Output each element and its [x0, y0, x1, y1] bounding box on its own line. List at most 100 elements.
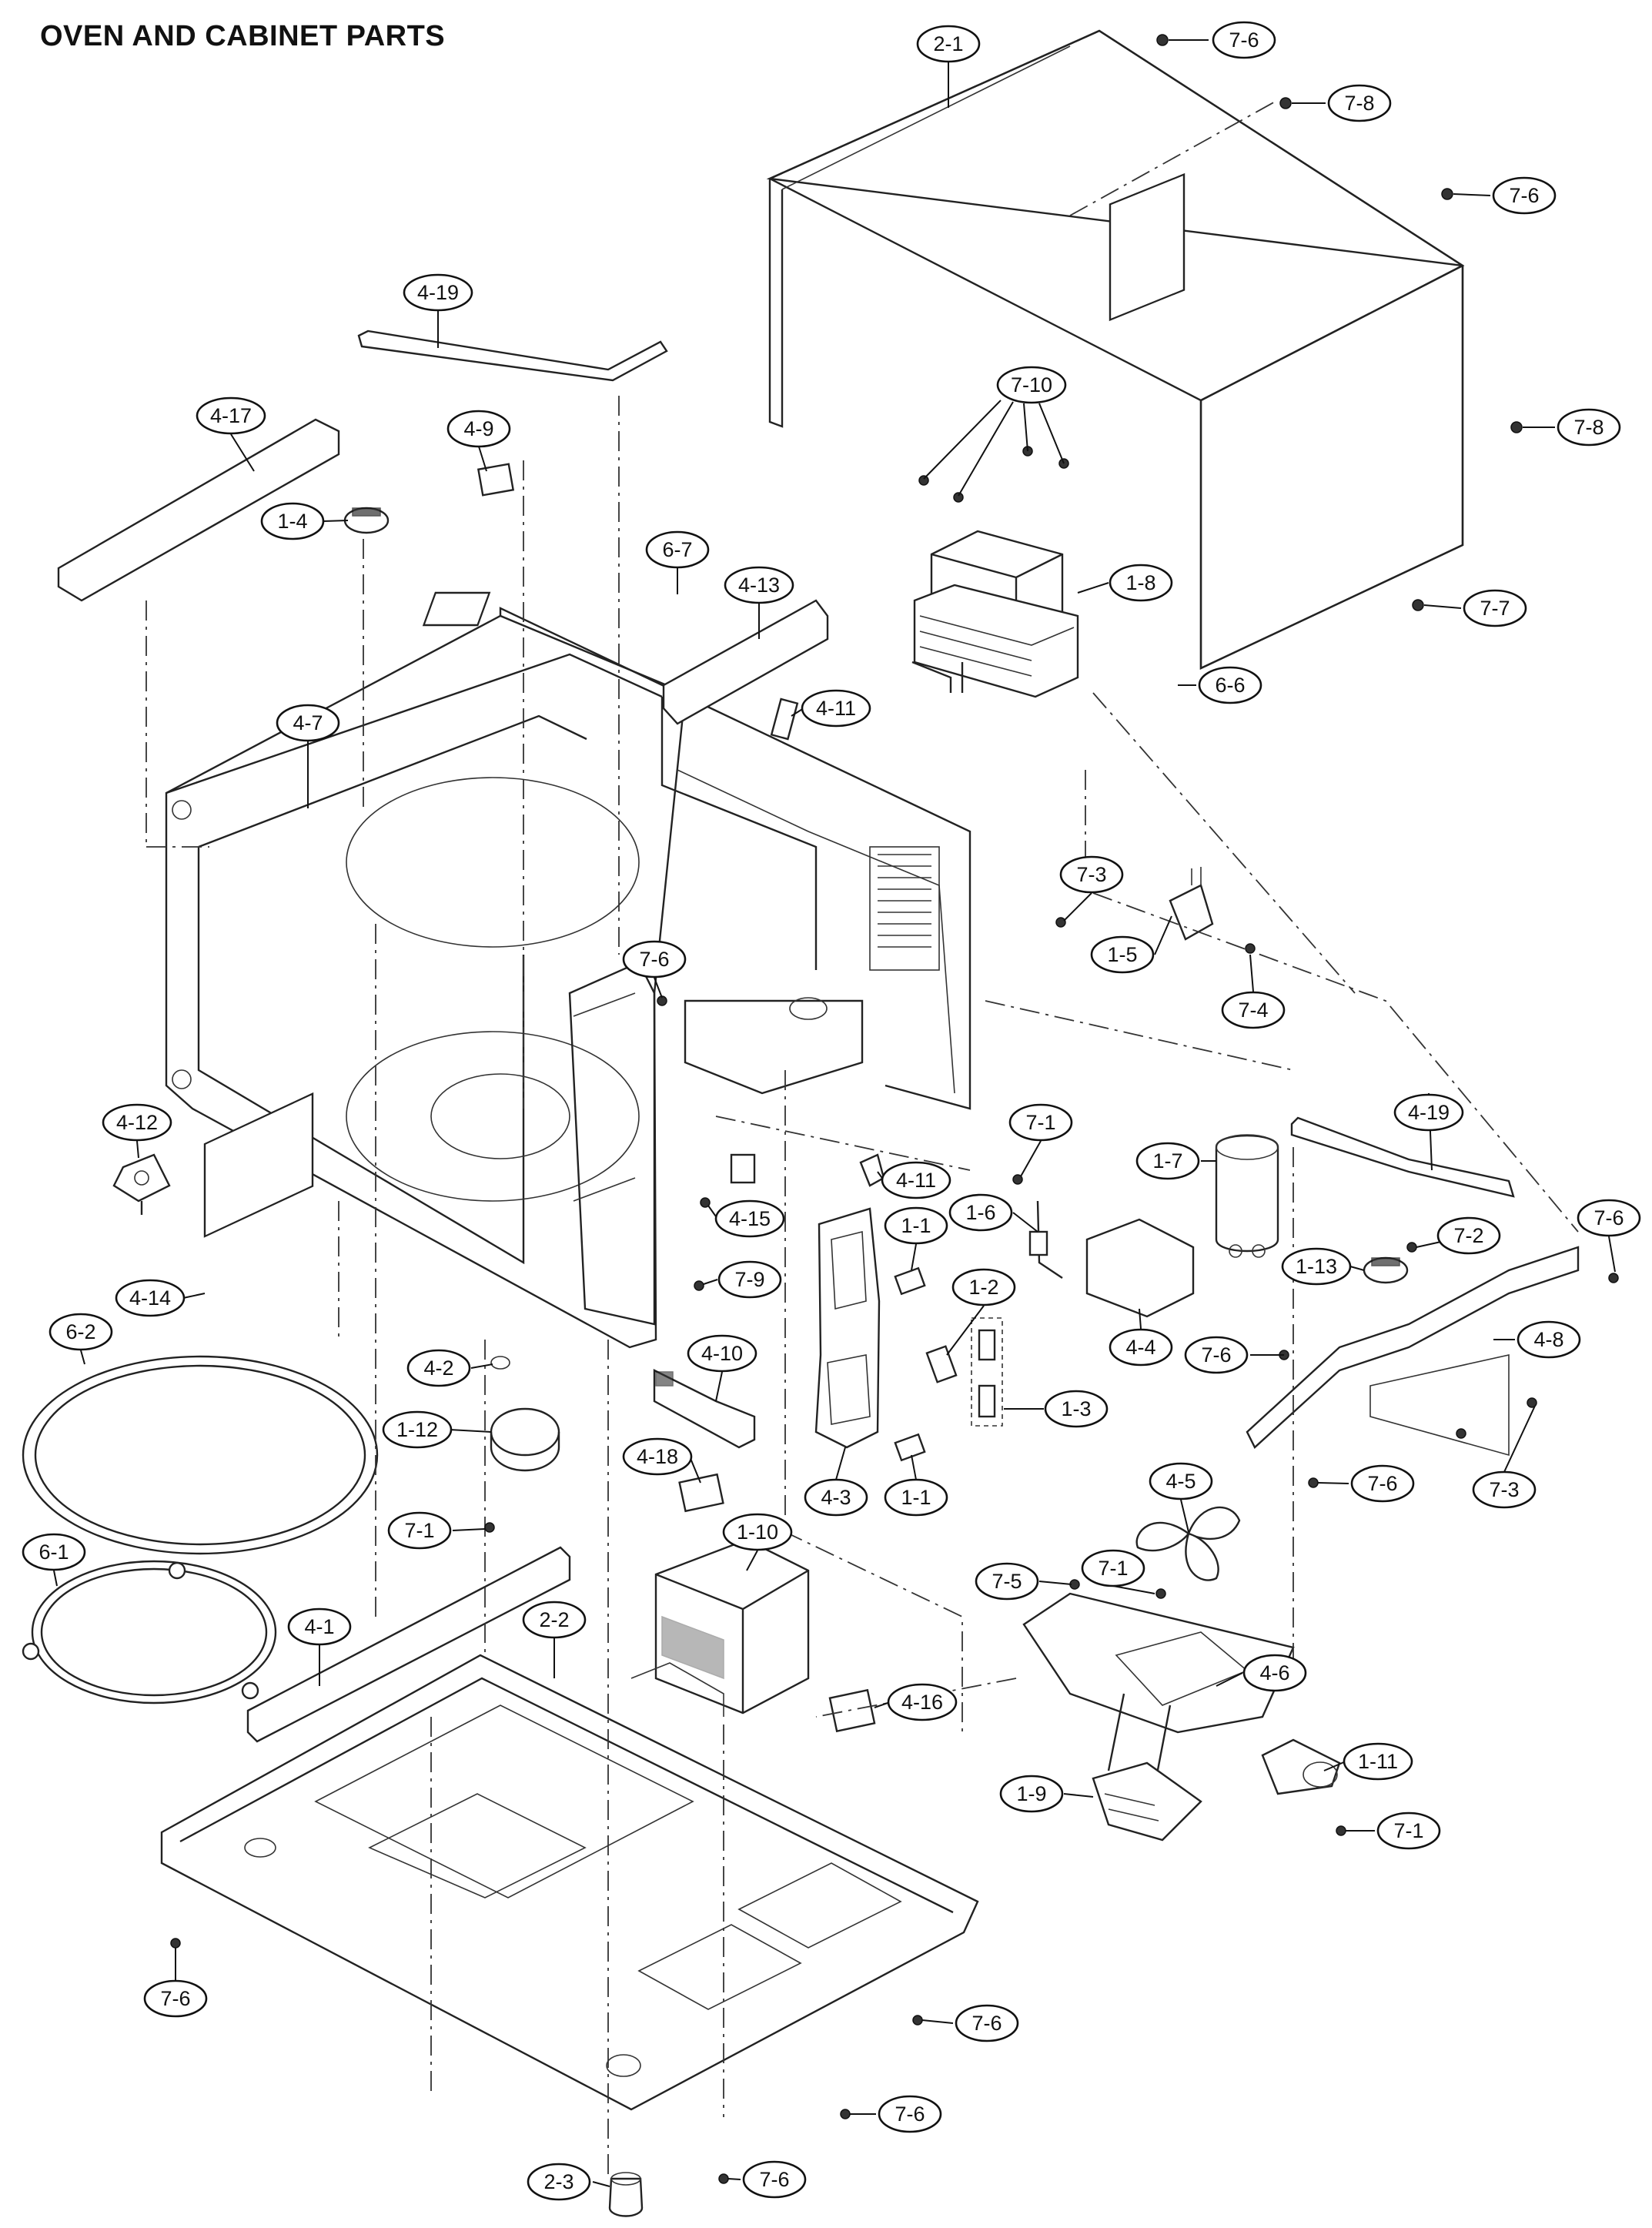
callout-1-8: 1-8 [1109, 564, 1173, 602]
callout-4-13: 4-13 [724, 566, 794, 604]
callout-label: 4-9 [463, 417, 493, 440]
callout-label: 7-1 [1393, 1819, 1423, 1842]
callout-1-5: 1-5 [1090, 935, 1155, 974]
door-switch-lever [653, 1369, 756, 1449]
callout-label: 7-6 [1201, 1343, 1231, 1367]
coupler-2-3 [608, 2172, 644, 2217]
callout-7-9: 7-9 [717, 1260, 782, 1299]
callout-4-8: 4-8 [1517, 1320, 1581, 1359]
callout-7-6: 7-6 [1350, 1464, 1415, 1503]
thermostat-1-4 [343, 507, 390, 534]
callout-label: 1-6 [965, 1201, 995, 1224]
callout-label: 7-1 [404, 1519, 434, 1542]
callout-7-6: 7-6 [1212, 21, 1276, 59]
callout-4-15: 4-15 [714, 1199, 785, 1238]
callout-7-10: 7-10 [996, 366, 1067, 404]
callout-1-1: 1-1 [884, 1478, 948, 1517]
stopper-4-11-bottom [859, 1153, 885, 1187]
callout-label: 4-12 [116, 1111, 158, 1134]
callout-label: 4-10 [701, 1342, 743, 1365]
strip-4-19-top [357, 330, 668, 382]
callout-label: 7-8 [1344, 92, 1374, 115]
callout-label: 7-6 [895, 2103, 925, 2126]
callout-label: 1-13 [1296, 1255, 1337, 1278]
strip-4-13 [662, 599, 829, 725]
screws [170, 34, 1619, 2184]
callout-label: 2-1 [933, 32, 963, 55]
callout-label: 2-2 [539, 1608, 569, 1631]
callout-label: 1-2 [968, 1276, 998, 1299]
callout-2-1: 2-1 [916, 25, 981, 63]
callout-label: 7-8 [1573, 416, 1604, 439]
callout-label: 4-11 [896, 1169, 936, 1192]
callout-label: 7-6 [1229, 28, 1259, 52]
callout-label: 7-6 [759, 2168, 789, 2191]
callout-6-6: 6-6 [1198, 666, 1262, 704]
callout-7-6: 7-6 [878, 2095, 942, 2133]
fuse-1-6 [1028, 1200, 1063, 1279]
cushion-4-15 [730, 1153, 756, 1184]
callout-7-6: 7-6 [955, 2004, 1019, 2042]
callout-label: 1-4 [277, 510, 307, 533]
callout-1-7: 1-7 [1135, 1142, 1200, 1180]
projection-lines [145, 396, 1579, 2179]
callout-1-9: 1-9 [999, 1775, 1064, 1813]
callout-7-5: 7-5 [975, 1562, 1039, 1601]
callout-1-2: 1-2 [951, 1268, 1016, 1306]
cushion-4-18 [678, 1473, 724, 1513]
callout-label: 1-8 [1125, 571, 1155, 594]
callout-7-8: 7-8 [1327, 84, 1392, 122]
callout-4-11: 4-11 [881, 1161, 951, 1199]
sheet-6-7 [422, 591, 491, 627]
callout-labels: 2-1 7-6 7-8 7-6 4-19 4-17 4-9 7-10 7-8 1-4 1-8 6-7 4… [22, 21, 1641, 2201]
callout-7-1: 7-1 [387, 1511, 452, 1550]
callout-6-7: 6-7 [645, 530, 710, 569]
sheet-4-14 [203, 1092, 314, 1238]
coupling-4-12 [112, 1153, 171, 1215]
callout-label: 4-19 [417, 281, 459, 304]
callout-label: 2-3 [543, 2170, 574, 2193]
callout-label: 7-6 [1367, 1472, 1397, 1495]
callout-label: 4-5 [1165, 1470, 1196, 1493]
callout-2-3: 2-3 [527, 2163, 591, 2201]
callout-6-2: 6-2 [48, 1313, 113, 1351]
thermostat-1-13 [1363, 1256, 1409, 1284]
callout-label: 7-6 [160, 1987, 190, 2010]
outer-cabinet [766, 29, 1465, 670]
callout-1-10: 1-10 [722, 1513, 793, 1551]
callout-4-14: 4-14 [115, 1279, 186, 1317]
callout-7-3: 7-3 [1472, 1470, 1537, 1509]
callout-label: 4-14 [129, 1286, 171, 1310]
callout-label: 1-5 [1107, 943, 1137, 966]
callout-1-1: 1-1 [884, 1206, 948, 1245]
callout-4-17: 4-17 [196, 396, 266, 435]
callout-7-6: 7-6 [742, 2160, 807, 2199]
cushion-4-11-top [770, 698, 799, 741]
callout-7-3: 7-3 [1059, 855, 1124, 894]
callout-4-11: 4-11 [801, 689, 871, 728]
high-voltage-transformer [630, 1538, 810, 1717]
page-title: OVEN AND CABINET PARTS [40, 20, 446, 52]
callout-label: 4-11 [816, 697, 856, 720]
callout-4-16: 4-16 [887, 1683, 958, 1721]
callout-1-12: 1-12 [382, 1410, 453, 1449]
callout-label: 1-1 [901, 1214, 931, 1237]
callout-label: 7-7 [1480, 597, 1510, 620]
callout-7-1: 7-1 [1081, 1549, 1145, 1587]
base-plate [160, 1654, 979, 2111]
callout-7-6: 7-6 [1184, 1336, 1249, 1374]
callout-label: 4-13 [738, 574, 780, 597]
callout-7-1: 7-1 [1008, 1103, 1073, 1142]
callout-label: 7-4 [1238, 999, 1268, 1022]
callout-7-2: 7-2 [1436, 1216, 1501, 1255]
rear-bracket [1246, 1246, 1580, 1457]
callout-label: 1-9 [1016, 1782, 1046, 1805]
callout-4-5: 4-5 [1149, 1462, 1213, 1500]
callout-label: 4-19 [1408, 1101, 1450, 1124]
callout-label: 1-7 [1152, 1149, 1182, 1173]
roller-ring [22, 1560, 277, 1704]
callout-label: 1-10 [737, 1520, 778, 1544]
callout-label: 1-1 [901, 1486, 931, 1509]
callout-7-6: 7-6 [1492, 176, 1557, 215]
